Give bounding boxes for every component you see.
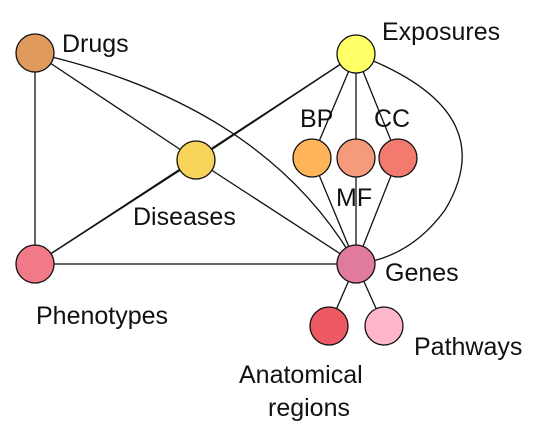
label-phenotypes: Phenotypes bbox=[36, 302, 168, 330]
nodes bbox=[15, 33, 418, 346]
node-anatomical-regions[interactable] bbox=[309, 306, 349, 346]
label-drugs: Drugs bbox=[62, 30, 129, 58]
edge-exposures-genes bbox=[355, 53, 463, 265]
node-bp[interactable] bbox=[292, 138, 332, 178]
node-genes[interactable] bbox=[336, 244, 376, 284]
edge-diseases-genes bbox=[195, 159, 357, 265]
label-mf: MF bbox=[336, 184, 372, 212]
node-phenotypes[interactable] bbox=[15, 244, 55, 284]
edge-diseases-phenotypes bbox=[34, 159, 197, 265]
labels: Drugs Exposures BP CC MF Diseases Phenot… bbox=[36, 18, 522, 422]
node-pathways[interactable] bbox=[364, 306, 404, 346]
node-exposures[interactable] bbox=[336, 34, 376, 74]
label-pathways: Pathways bbox=[414, 333, 522, 361]
label-exposures: Exposures bbox=[382, 18, 500, 46]
label-bp: BP bbox=[300, 105, 333, 133]
node-mf[interactable] bbox=[336, 138, 376, 178]
node-diseases[interactable] bbox=[176, 140, 216, 180]
label-cc: CC bbox=[374, 105, 410, 133]
label-diseases: Diseases bbox=[133, 203, 236, 231]
node-drugs[interactable] bbox=[15, 33, 55, 73]
node-cc[interactable] bbox=[378, 138, 418, 178]
label-genes: Genes bbox=[385, 259, 459, 287]
label-regions: regions bbox=[268, 394, 350, 422]
edge-drugs-genes bbox=[34, 52, 357, 265]
edge-drugs-diseases bbox=[34, 52, 197, 161]
label-anatomical: Anatomical bbox=[239, 361, 363, 389]
